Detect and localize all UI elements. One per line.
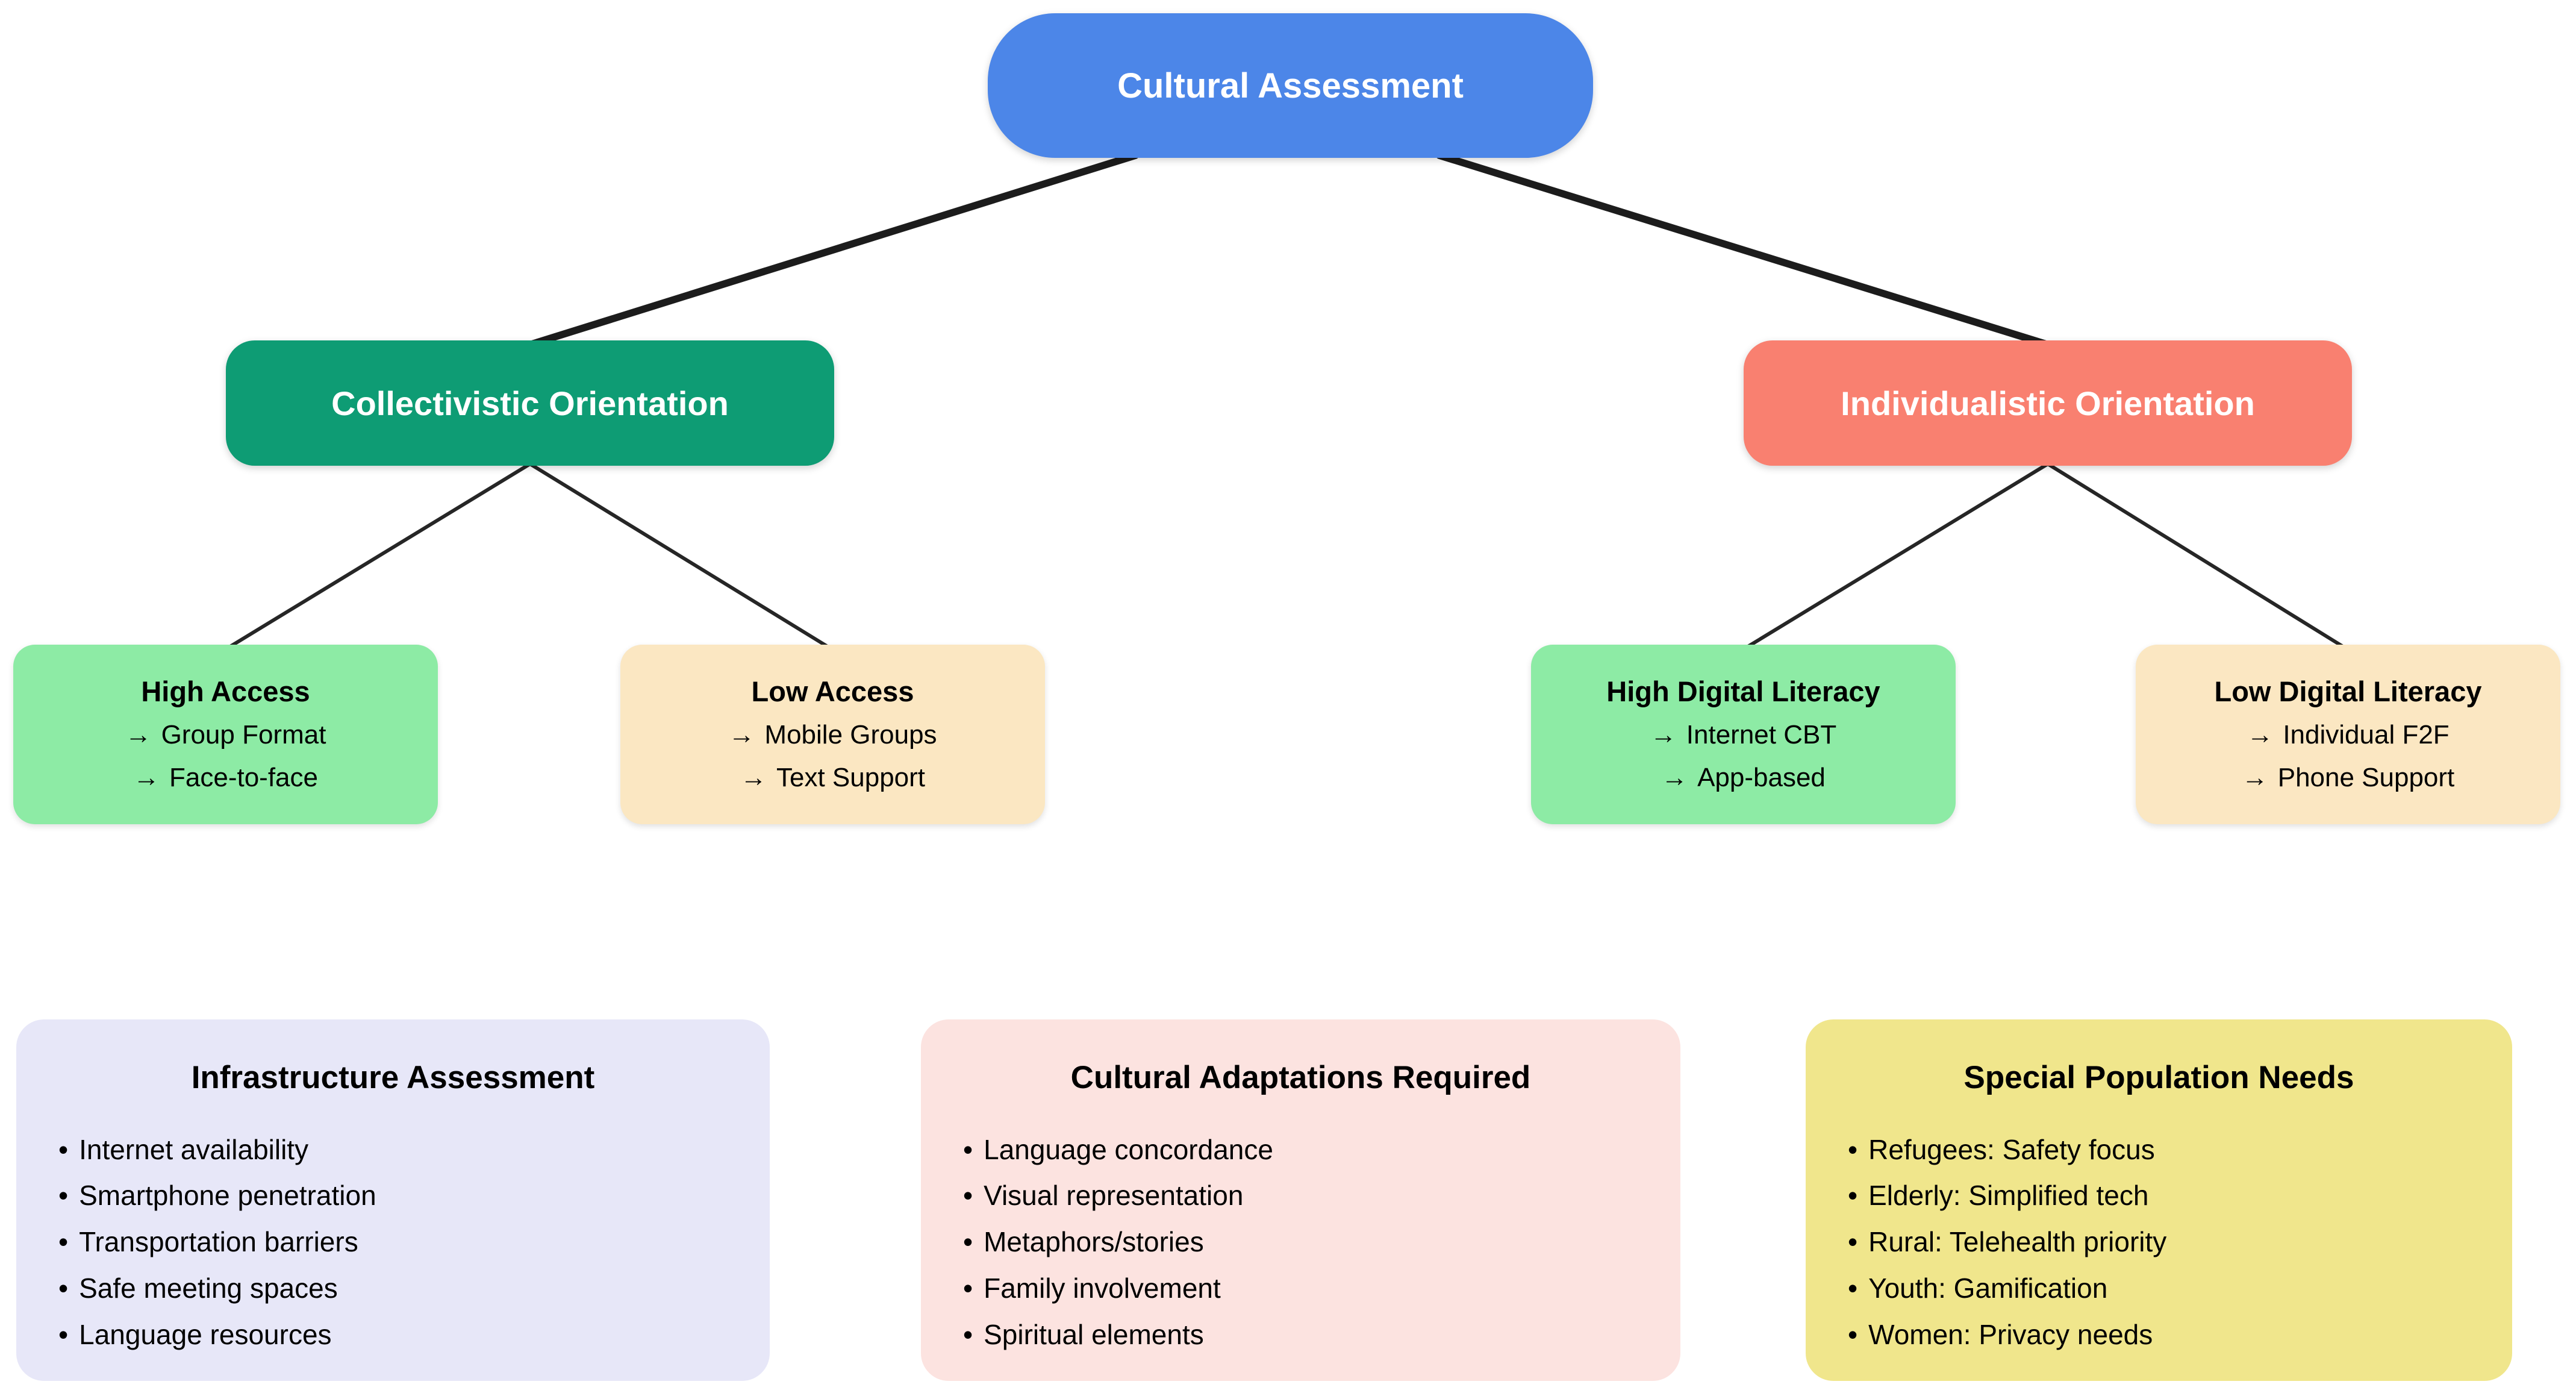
node-individualistic-orientation: Individualistic Orientation bbox=[1744, 340, 2352, 466]
list-item: • Language concordance bbox=[963, 1132, 1638, 1168]
leaf-item-text: App-based bbox=[1697, 763, 1826, 793]
edge-collectivistic-to-high-access bbox=[223, 462, 532, 651]
bullet-icon: • bbox=[963, 1180, 973, 1212]
list-item: • Internet availability bbox=[58, 1132, 728, 1168]
list-item-text: Elderly: Simplified tech bbox=[1868, 1180, 2149, 1212]
list-item: • Language resources bbox=[58, 1317, 728, 1353]
leaf-item: → App-based bbox=[1661, 762, 1826, 794]
arrow-right-icon: → bbox=[1661, 763, 1688, 793]
list-item-text: Rural: Telehealth priority bbox=[1868, 1226, 2167, 1258]
arrow-right-icon: → bbox=[728, 720, 755, 750]
info-box-title: Special Population Needs bbox=[1963, 1060, 2354, 1095]
list-item: • Youth: Gamification bbox=[1848, 1271, 2470, 1307]
bullet-icon: • bbox=[58, 1318, 69, 1350]
leaf-item: → Text Support bbox=[740, 762, 925, 794]
leaf-item-text: Individual F2F bbox=[2283, 720, 2450, 750]
info-box-infrastructure-assessment: Infrastructure Assessment • Internet ava… bbox=[16, 1019, 770, 1381]
leaf-title: High Access bbox=[141, 675, 310, 707]
list-item-text: Transportation barriers bbox=[79, 1226, 358, 1258]
leaf-title: High Digital Literacy bbox=[1606, 675, 1880, 707]
bullet-icon: • bbox=[58, 1133, 69, 1165]
leaf-item: → Mobile Groups bbox=[728, 719, 937, 751]
bullet-icon: • bbox=[1848, 1180, 1858, 1212]
leaf-item-text: Mobile Groups bbox=[764, 720, 937, 750]
edge-individualistic-to-low-literacy bbox=[2046, 462, 2350, 651]
list-item-text: Metaphors/stories bbox=[984, 1226, 1204, 1258]
leaf-low-digital-literacy: Low Digital Literacy → Individual F2F → … bbox=[2136, 645, 2560, 824]
bullet-icon: • bbox=[963, 1318, 973, 1350]
leaf-title: Low Digital Literacy bbox=[2214, 675, 2482, 707]
info-box-cultural-adaptations: Cultural Adaptations Required • Language… bbox=[921, 1019, 1680, 1381]
list-item: • Visual representation bbox=[963, 1178, 1638, 1214]
leaf-item-text: Group Format bbox=[161, 720, 326, 750]
bullet-icon: • bbox=[963, 1226, 973, 1258]
edge-root-to-individualistic bbox=[1436, 152, 2051, 348]
bullet-icon: • bbox=[1848, 1318, 1858, 1350]
node-label: Collectivistic Orientation bbox=[331, 384, 729, 422]
list-item-text: Language concordance bbox=[984, 1133, 1273, 1165]
list-item-text: Smartphone penetration bbox=[79, 1180, 376, 1212]
edge-collectivistic-to-low-access bbox=[528, 462, 834, 651]
bullet-icon: • bbox=[963, 1272, 973, 1304]
list-item-text: Refugees: Safety focus bbox=[1868, 1133, 2155, 1165]
list-item-text: Family involvement bbox=[984, 1272, 1221, 1304]
list-item-text: Women: Privacy needs bbox=[1868, 1318, 2153, 1350]
list-item-text: Youth: Gamification bbox=[1868, 1272, 2108, 1304]
leaf-title: Low Access bbox=[751, 675, 914, 707]
leaf-item: → Phone Support bbox=[2242, 762, 2455, 794]
leaf-item-text: Text Support bbox=[776, 763, 926, 793]
bullet-icon: • bbox=[58, 1180, 69, 1212]
leaf-low-access: Low Access → Mobile Groups → Text Suppor… bbox=[620, 645, 1045, 824]
edge-individualistic-to-high-literacy bbox=[1741, 462, 2050, 651]
list-item: • Elderly: Simplified tech bbox=[1848, 1178, 2470, 1214]
info-box-special-population-needs: Special Population Needs • Refugees: Saf… bbox=[1806, 1019, 2512, 1381]
list-item-text: Visual representation bbox=[984, 1180, 1244, 1212]
list-item-text: Internet availability bbox=[79, 1133, 309, 1165]
list-item-text: Spiritual elements bbox=[984, 1318, 1204, 1350]
leaf-item: → Group Format bbox=[125, 719, 326, 751]
list-item: • Safe meeting spaces bbox=[58, 1271, 728, 1307]
arrow-right-icon: → bbox=[1650, 720, 1677, 750]
bullet-icon: • bbox=[1848, 1133, 1858, 1165]
list-item: • Refugees: Safety focus bbox=[1848, 1132, 2470, 1168]
bullet-icon: • bbox=[58, 1272, 69, 1304]
node-collectivistic-orientation: Collectivistic Orientation bbox=[226, 340, 834, 466]
bullet-icon: • bbox=[1848, 1272, 1858, 1304]
bullet-icon: • bbox=[963, 1133, 973, 1165]
list-item: • Transportation barriers bbox=[58, 1224, 728, 1260]
bullet-icon: • bbox=[1848, 1226, 1858, 1258]
arrow-right-icon: → bbox=[2241, 763, 2268, 793]
leaf-item: → Individual F2F bbox=[2247, 719, 2449, 751]
leaf-item-text: Face-to-face bbox=[169, 763, 318, 793]
info-box-title: Cultural Adaptations Required bbox=[1070, 1060, 1531, 1095]
list-item: • Smartphone penetration bbox=[58, 1178, 728, 1214]
list-item-text: Safe meeting spaces bbox=[79, 1272, 338, 1304]
list-item: • Family involvement bbox=[963, 1271, 1638, 1307]
list-item-text: Language resources bbox=[79, 1318, 332, 1350]
leaf-item: → Internet CBT bbox=[1650, 719, 1836, 751]
leaf-high-access: High Access → Group Format → Face-to-fac… bbox=[13, 645, 438, 824]
list-item: • Spiritual elements bbox=[963, 1317, 1638, 1353]
edge-root-to-collectivistic bbox=[526, 152, 1139, 348]
bullet-icon: • bbox=[58, 1226, 69, 1258]
arrow-right-icon: → bbox=[740, 763, 767, 793]
info-box-title: Infrastructure Assessment bbox=[191, 1060, 595, 1095]
arrow-right-icon: → bbox=[133, 763, 160, 793]
node-cultural-assessment: Cultural Assessment bbox=[988, 13, 1593, 158]
leaf-item-text: Internet CBT bbox=[1686, 720, 1837, 750]
leaf-item-text: Phone Support bbox=[2277, 763, 2455, 793]
leaf-item: → Face-to-face bbox=[133, 762, 318, 794]
arrow-right-icon: → bbox=[125, 720, 152, 750]
node-label: Individualistic Orientation bbox=[1841, 384, 2255, 422]
list-item: • Metaphors/stories bbox=[963, 1224, 1638, 1260]
list-item: • Women: Privacy needs bbox=[1848, 1317, 2470, 1353]
arrow-right-icon: → bbox=[2247, 720, 2274, 750]
node-label: Cultural Assessment bbox=[1117, 66, 1464, 105]
list-item: • Rural: Telehealth priority bbox=[1848, 1224, 2470, 1260]
leaf-high-digital-literacy: High Digital Literacy → Internet CBT → A… bbox=[1531, 645, 1956, 824]
